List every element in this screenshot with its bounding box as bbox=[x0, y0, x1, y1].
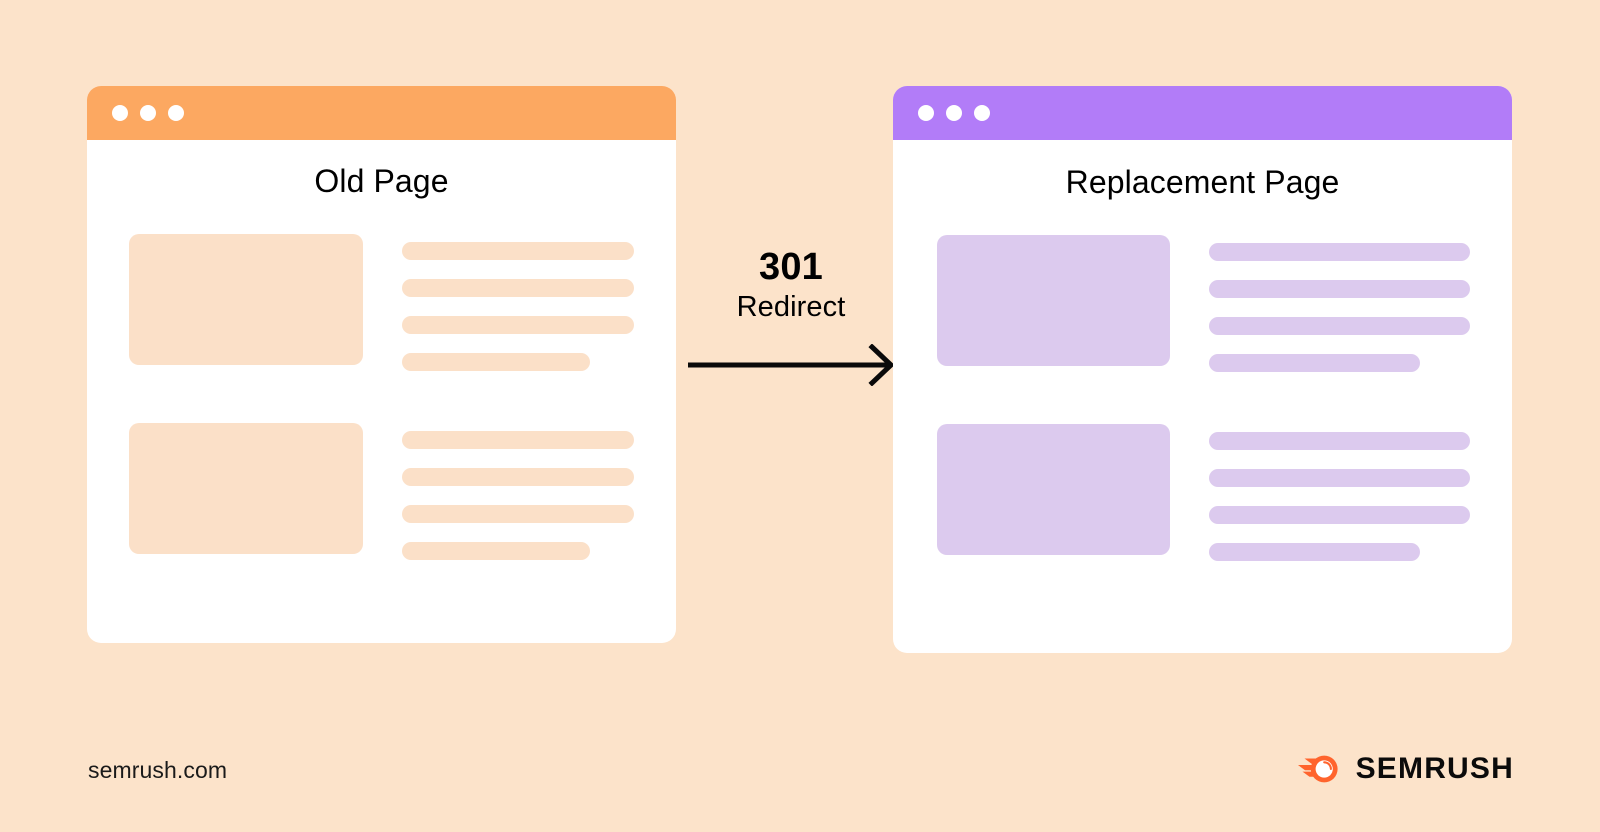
page-body-old: Old Page bbox=[87, 140, 676, 643]
text-placeholder-line bbox=[402, 242, 634, 260]
text-placeholder-line bbox=[1209, 243, 1470, 261]
redirect-label-group: 301 Redirect bbox=[689, 246, 893, 325]
text-placeholder-line bbox=[402, 542, 590, 560]
redirect-label: Redirect bbox=[736, 290, 846, 323]
window-dot-minimize-icon[interactable] bbox=[140, 105, 156, 121]
page-title-new: Replacement Page bbox=[1065, 164, 1340, 200]
browser-window-old-page: Old Page bbox=[87, 86, 676, 643]
content-rows-new bbox=[935, 235, 1470, 561]
text-placeholder-group bbox=[402, 234, 634, 371]
browser-window-replacement-page: Replacement Page bbox=[893, 86, 1512, 653]
text-placeholder-group bbox=[1209, 424, 1470, 561]
text-placeholder-line bbox=[402, 505, 634, 523]
redirect-status-code: 301 bbox=[758, 246, 823, 288]
page-title-old: Old Page bbox=[314, 163, 449, 199]
titlebar-replacement-page bbox=[893, 86, 1512, 140]
image-placeholder bbox=[937, 235, 1170, 366]
text-placeholder-line bbox=[402, 468, 634, 486]
window-dot-close-icon[interactable] bbox=[112, 105, 128, 121]
window-dot-close-icon[interactable] bbox=[918, 105, 934, 121]
content-rows-old bbox=[129, 234, 634, 560]
content-row bbox=[935, 235, 1470, 372]
text-placeholder-group bbox=[402, 423, 634, 560]
text-placeholder-line bbox=[402, 353, 590, 371]
window-dot-maximize-icon[interactable] bbox=[168, 105, 184, 121]
image-placeholder bbox=[129, 423, 363, 554]
image-placeholder bbox=[129, 234, 363, 365]
image-placeholder bbox=[937, 424, 1170, 555]
text-placeholder-line bbox=[1209, 354, 1421, 372]
titlebar-old-page bbox=[87, 86, 676, 140]
content-row bbox=[935, 424, 1470, 561]
semrush-wordmark: SEMRUSH bbox=[1355, 752, 1514, 785]
text-placeholder-line bbox=[1209, 506, 1470, 524]
text-placeholder-group bbox=[1209, 235, 1470, 372]
arrow-right-icon bbox=[686, 343, 898, 387]
text-placeholder-line bbox=[402, 431, 634, 449]
semrush-brand-logo: SEMRUSH bbox=[1294, 752, 1514, 786]
page-body-new: Replacement Page bbox=[893, 140, 1512, 653]
semrush-comet-icon bbox=[1294, 752, 1340, 786]
text-placeholder-line bbox=[402, 279, 634, 297]
window-dot-maximize-icon[interactable] bbox=[974, 105, 990, 121]
text-placeholder-line bbox=[1209, 317, 1470, 335]
window-controls-new bbox=[918, 105, 990, 121]
text-placeholder-line bbox=[1209, 469, 1470, 487]
window-dot-minimize-icon[interactable] bbox=[946, 105, 962, 121]
text-placeholder-line bbox=[1209, 280, 1470, 298]
text-placeholder-line bbox=[402, 316, 634, 334]
content-row bbox=[129, 234, 634, 371]
window-controls-old bbox=[112, 105, 184, 121]
content-row bbox=[129, 423, 634, 560]
text-placeholder-line bbox=[1209, 432, 1470, 450]
source-url-label: semrush.com bbox=[88, 757, 228, 783]
text-placeholder-line bbox=[1209, 543, 1421, 561]
